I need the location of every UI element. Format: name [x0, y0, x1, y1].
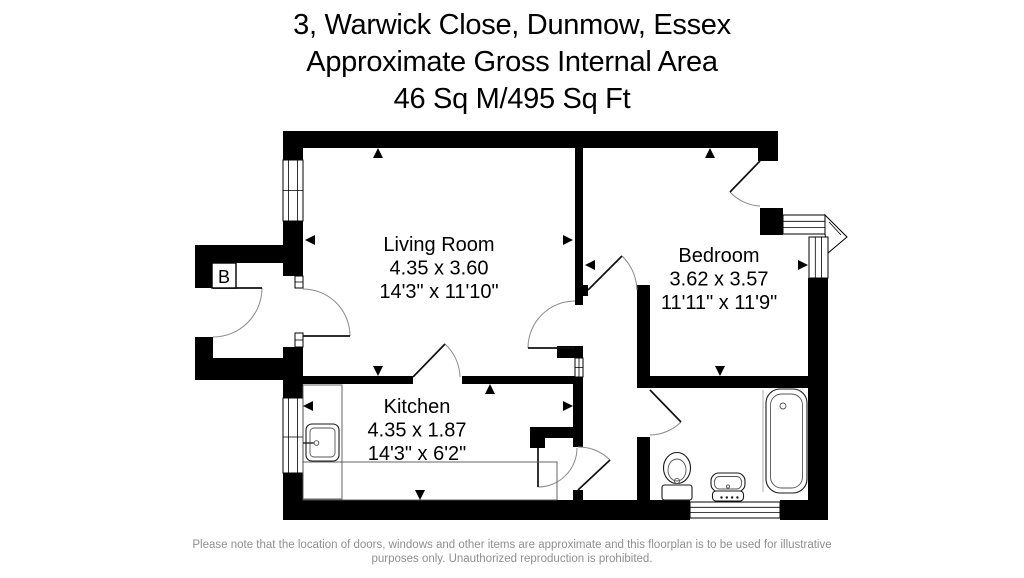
wall-segment [575, 285, 588, 296]
arrow-up-icon [705, 148, 715, 158]
bathroom-door [649, 389, 682, 436]
arrow-up-icon [485, 384, 495, 394]
bedroom-imperial: 11'11" x 11'9" [661, 292, 777, 314]
lobby-to-living-room-door [302, 288, 351, 337]
arrow-up-icon [373, 148, 383, 158]
living-room-name: Living Room [383, 234, 494, 256]
kitchen-window [282, 397, 304, 474]
bedroom-metric: 3.62 x 3.57 [670, 269, 769, 291]
disclaimer: Please note that the location of doors, … [0, 538, 1024, 566]
wall-segment [283, 347, 303, 398]
plan-title: 3, Warwick Close, Dunmow, Essex Approxim… [0, 7, 1024, 118]
hall-to-living-room-door [527, 300, 576, 349]
arrow-down-icon [415, 490, 425, 500]
kitchen-name: Kitchen [384, 396, 451, 418]
hall-glazed-panel [574, 357, 584, 378]
kitchen-to-hall-door [577, 446, 611, 491]
wall-segment [575, 296, 583, 305]
bedroom-corner-window [782, 213, 848, 279]
arrow-right-icon [798, 260, 808, 270]
wall-segment [195, 245, 213, 288]
arrow-left-icon [305, 235, 315, 245]
wall-segment [637, 301, 650, 376]
boiler-label: B [218, 267, 230, 287]
wall-segment [808, 278, 828, 520]
title-area-caption: Approximate Gross Internal Area [306, 46, 718, 78]
bedroom-door [587, 255, 638, 291]
living-room-window [282, 159, 304, 222]
wall-segment [283, 265, 303, 276]
room-labels: Living Room 4.35 x 3.60 14'3" x 11'10" B… [368, 234, 778, 465]
boiler-cupboard: B [211, 262, 237, 289]
kitchen-cupboard-door [537, 447, 578, 488]
living-room-metric: 4.35 x 3.60 [390, 258, 489, 280]
wall-segment [637, 285, 650, 301]
living-room-imperial: 14'3" x 11'10" [379, 281, 498, 303]
basin [710, 472, 746, 502]
toilet [661, 451, 693, 501]
disclaimer-line-1: Please note that the location of doors, … [192, 539, 832, 551]
kitchen-counter-bottom [302, 461, 558, 501]
doorway-jamb-marks [294, 275, 304, 348]
arrow-down-icon [715, 366, 725, 376]
kitchen-counter-left [302, 384, 343, 500]
walls [195, 131, 828, 520]
wall-segment [530, 427, 573, 438]
wall-segment [195, 358, 303, 380]
entrance-door [212, 287, 263, 338]
wall-segment [760, 208, 783, 235]
arrow-left-icon [303, 401, 313, 411]
wall-segment [637, 376, 828, 388]
title-area-value: 46 Sq M/495 Sq Ft [393, 83, 631, 115]
wall-segment [573, 384, 583, 447]
arrow-right-icon [563, 401, 573, 411]
fixtures: B [211, 262, 808, 502]
wall-segment [195, 245, 303, 263]
kitchen-imperial: 14'3" x 6'2" [368, 443, 467, 465]
arrow-down-icon [373, 366, 383, 376]
bedroom-name: Bedroom [678, 245, 759, 267]
wall-segment [462, 376, 583, 384]
arrow-left-icon [585, 260, 595, 270]
wall-segment [303, 376, 413, 384]
kitchen-sink [303, 423, 340, 462]
disclaimer-line-2: purposes only. Unauthorized reproduction… [371, 553, 653, 565]
wall-segment [637, 437, 650, 500]
kitchen-to-living-room-door [412, 343, 461, 378]
wall-segment [283, 131, 778, 148]
wall-segment [575, 148, 583, 285]
bathroom-window [689, 501, 781, 519]
wall-segment [530, 427, 545, 448]
wall-segment [573, 490, 583, 500]
wall-segment [758, 131, 778, 161]
wall-segment [283, 500, 690, 520]
bathtub [762, 388, 808, 494]
title-address: 3, Warwick Close, Dunmow, Essex [293, 9, 731, 41]
windows [282, 159, 848, 519]
measurement-arrows [303, 148, 808, 500]
arrow-right-icon [563, 235, 573, 245]
kitchen-metric: 4.35 x 1.87 [368, 420, 467, 442]
wall-segment [557, 346, 583, 358]
bedroom-external-door [729, 160, 761, 207]
doors [212, 160, 761, 491]
wall-segment [283, 148, 303, 160]
